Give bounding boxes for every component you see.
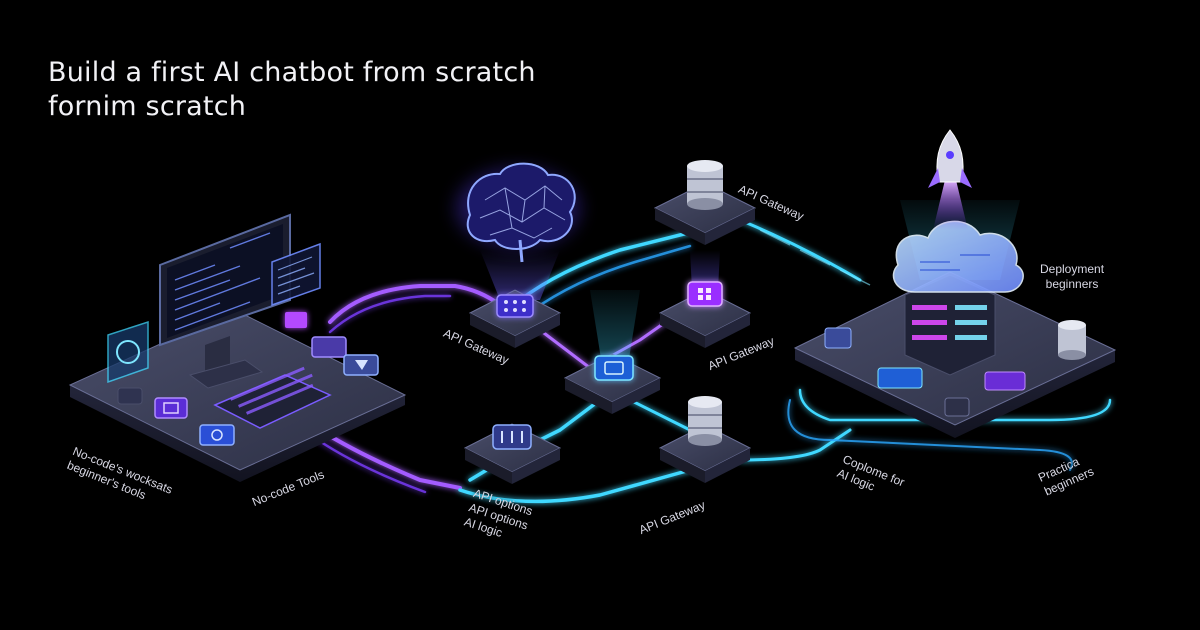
device-keypad (877, 367, 923, 389)
floating-code-screen (271, 242, 321, 307)
title-line-2: fornim scratch (48, 91, 247, 122)
cyan-link-bottom-right (738, 428, 852, 462)
chip-icon (154, 312, 379, 446)
platform-side (70, 385, 405, 482)
cyan-link-bottom (458, 468, 692, 504)
cyan-loop-deployment (798, 388, 1112, 422)
center-node-beam (590, 290, 640, 365)
keyboard-icon (213, 366, 332, 429)
violet-link-bottom-2 (316, 438, 427, 494)
device-small (944, 397, 970, 417)
node-gateway-left (468, 289, 562, 348)
database-icon (687, 160, 723, 210)
database-icon (688, 396, 722, 446)
title-line-1: Build a first AI chatbot from scratch (48, 57, 536, 88)
top-node-beam (690, 250, 720, 290)
monitor-icon (159, 213, 291, 389)
brain-beam (480, 250, 560, 300)
device-purple-panel (984, 371, 1026, 391)
brain-icon (456, 162, 580, 263)
node-api-options (463, 423, 562, 484)
page-title: Build a first AI chatbot from scratch fo… (48, 56, 536, 124)
label-deployment-1: Deployment (1040, 262, 1105, 276)
database-icon (1058, 320, 1086, 360)
violet-link-workstation-gateway-2 (328, 294, 452, 334)
device-square (824, 327, 852, 349)
node-center-hub (563, 353, 662, 414)
server-rack-icon (904, 274, 996, 376)
hologram-device-icon (107, 320, 149, 405)
cloud-icon (892, 220, 1024, 293)
label-deployment: Deployment beginners (1040, 262, 1104, 292)
node-gateway-mid (658, 281, 752, 348)
label-deployment-2: beginners (1045, 277, 1099, 291)
cyan-loop-deployment-2 (787, 399, 1073, 471)
cyan-link-top-right (738, 218, 862, 282)
violet-link-workstation-gateway (328, 284, 502, 324)
node-gateway-bottom (658, 396, 752, 483)
workstation-platform (68, 213, 407, 482)
deployment-platform (793, 220, 1117, 438)
accent-dashes (759, 229, 871, 286)
rocket-icon (928, 129, 972, 230)
node-gateway-top (653, 160, 757, 245)
